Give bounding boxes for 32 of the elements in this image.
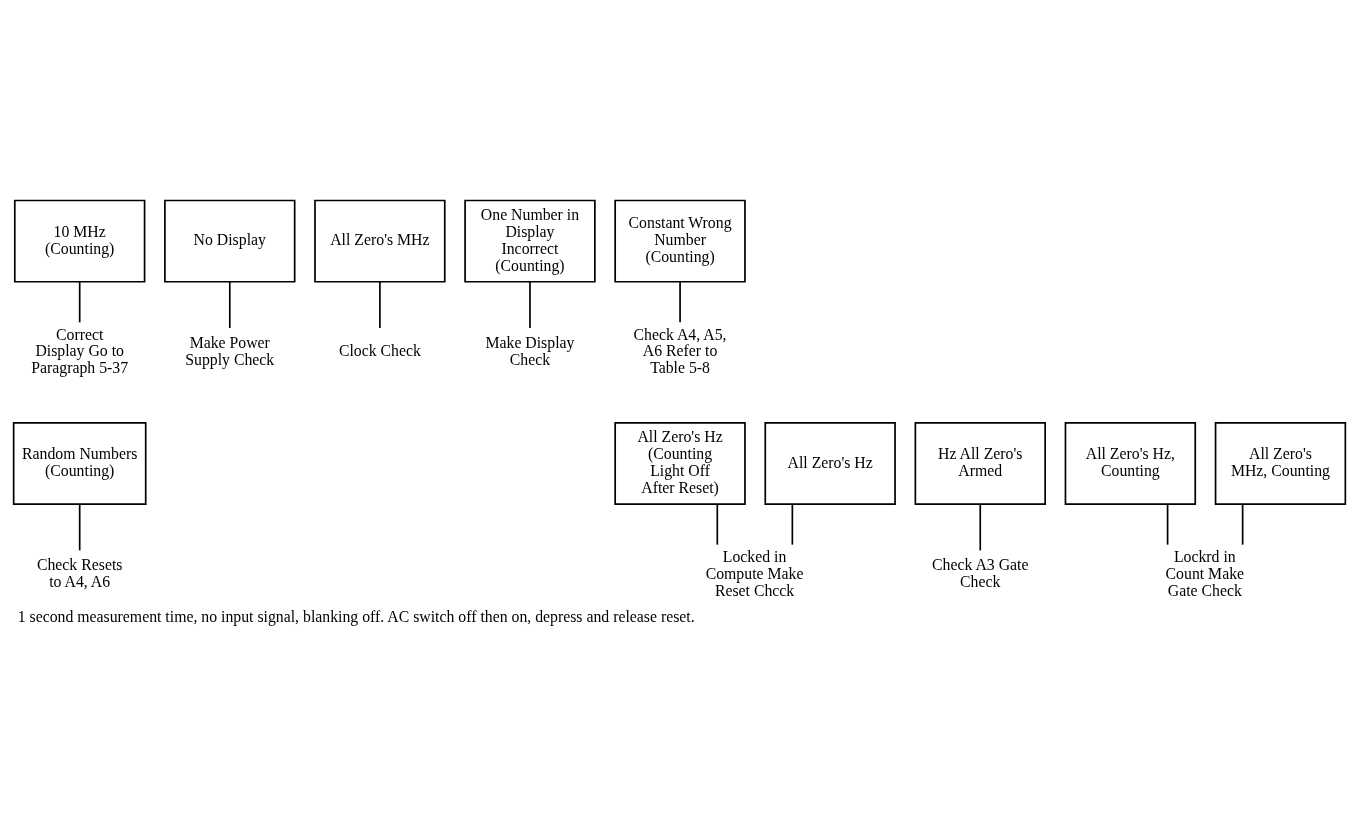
node-text: Check Resets to A4, A6 [36, 555, 123, 590]
node-box: One Number in Display Incorrect (Counting) [464, 199, 596, 283]
node-text: Clock Check [338, 341, 421, 359]
connector [379, 280, 381, 329]
node-box: Random Numbers (Counting) [12, 421, 147, 505]
node-box: All Zero's Hz (Counting Light Off After Reset) [614, 421, 746, 505]
node-box: Hz All Zero's Armed [914, 421, 1046, 505]
caption: 1 second measurement time, no input signal, blanking off. AC switch off then on, depress and release reset. [17, 607, 695, 625]
connector [679, 280, 681, 323]
node-box: Constant Wrong Number (Counting) [614, 199, 746, 283]
node-text: Check A3 Gate Check [932, 555, 1029, 590]
node-text: Check A4, A5, A6 Refer to Table 5-8 [633, 325, 727, 376]
node-text: Correct Display Go to Paragraph 5-37 [31, 325, 129, 376]
node-box: 10 MHz (Counting) [13, 199, 146, 283]
node-box: All Zero's MHz [314, 199, 446, 283]
connector [1166, 502, 1169, 545]
connector [791, 502, 794, 545]
node-box: All Zero's Hz, Counting [1064, 421, 1197, 505]
node-box: No Display [164, 199, 296, 283]
connector [979, 502, 982, 551]
node-text: Make Power Supply Check [185, 333, 275, 368]
node-text: Lockrd in Count Make Gate Check [1165, 547, 1245, 599]
node-text: Locked in Compute Make Reset Chcck [705, 547, 804, 599]
node-box: All Zero's MHz, Counting [1214, 421, 1347, 505]
node-box: All Zero's Hz [764, 421, 896, 505]
node-text: Make Display Check [485, 333, 575, 368]
connector [228, 280, 231, 329]
connector [529, 280, 531, 329]
connector [716, 502, 719, 545]
connector [1241, 502, 1244, 545]
connector [78, 280, 81, 323]
connector [78, 502, 81, 551]
